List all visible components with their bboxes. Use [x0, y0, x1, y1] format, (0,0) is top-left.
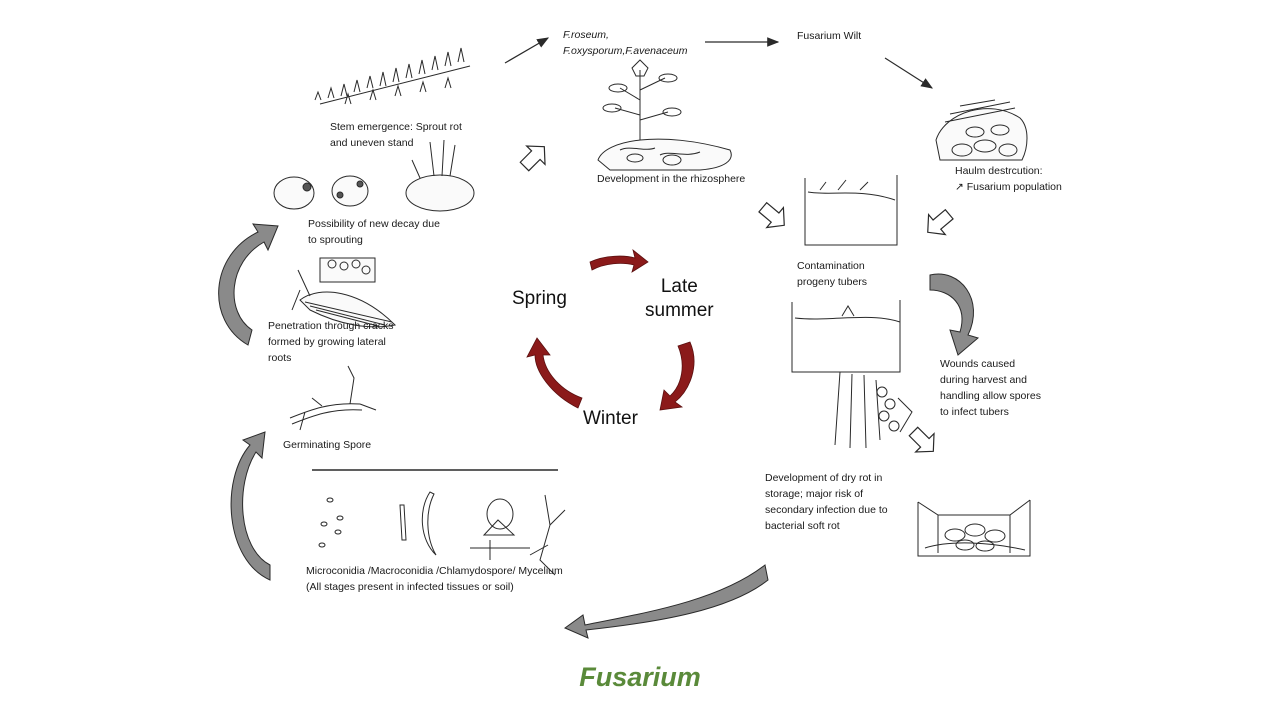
- season-late-summer: Late summer: [645, 276, 714, 321]
- wounds-label: Wounds caused during harvest and handlin…: [940, 358, 1041, 418]
- storage-bin-sketch-icon: [917, 499, 1031, 557]
- rhizosphere-label: Development in the rhizosphere: [597, 173, 746, 185]
- plant-sketch-icon: [597, 59, 732, 171]
- season-winter: Winter: [583, 408, 638, 429]
- soil-profile-sketch-icon: [804, 175, 898, 246]
- hollow-arrow-icon: [519, 145, 546, 172]
- season-arrow-summer-to-winter-icon: [659, 341, 695, 411]
- cycle-arrow-upper-left-icon: [218, 223, 279, 346]
- spore-types-label: Microconidia /Macroconidia /Chlamydospor…: [306, 565, 563, 593]
- fusarium-wilt-label: Fusarium Wilt: [797, 30, 862, 42]
- season-spring: Spring: [512, 288, 567, 309]
- season-arrow-spring-to-summer-icon: [589, 248, 649, 273]
- species-label: F.roseum, F.oxysporum,F.avenaceum: [563, 29, 688, 57]
- tubers-sketch-icon: [273, 139, 475, 212]
- germinating-spore-label: Germinating Spore: [283, 439, 372, 451]
- cycle-arrow-lower-left-icon: [230, 431, 271, 581]
- dry-rot-label: Development of dry rot in storage; major…: [765, 472, 888, 532]
- stem-emergence-label: Stem emergence: Sprout rot and uneven st…: [330, 121, 462, 149]
- tissue-sketch-icon: [834, 371, 913, 449]
- contamination-label: Contamination progeny tubers: [797, 260, 868, 288]
- new-decay-label: Possibility of new decay due to sproutin…: [308, 218, 440, 246]
- sprouts-sketch-icon: [314, 47, 471, 105]
- hollow-arrow-icon: [758, 201, 785, 229]
- spore-sketch-icon: [289, 365, 377, 431]
- penetration-label: Penetration through cracks formed by gro…: [268, 320, 394, 364]
- haulm-sketch-icon: [935, 99, 1028, 161]
- hollow-arrow-icon: [927, 208, 954, 236]
- spore-stages-sketch-icon: [312, 469, 566, 576]
- arrow-to-haulm: [884, 57, 934, 89]
- soil-profile-sketch-icon: [791, 300, 901, 373]
- arrow-to-species: [504, 37, 550, 64]
- season-arrow-winter-to-spring-icon: [526, 337, 583, 409]
- crack-sketch-icon: [291, 257, 397, 328]
- hollow-arrow-icon: [908, 426, 935, 453]
- cycle-arrow-right-icon: [929, 273, 980, 356]
- page-title: Fusarium: [579, 662, 701, 692]
- haulm-destruction-label: Haulm destrcution: ↗ Fusarium population: [955, 165, 1062, 193]
- cycle-arrow-bottom-icon: [563, 564, 769, 639]
